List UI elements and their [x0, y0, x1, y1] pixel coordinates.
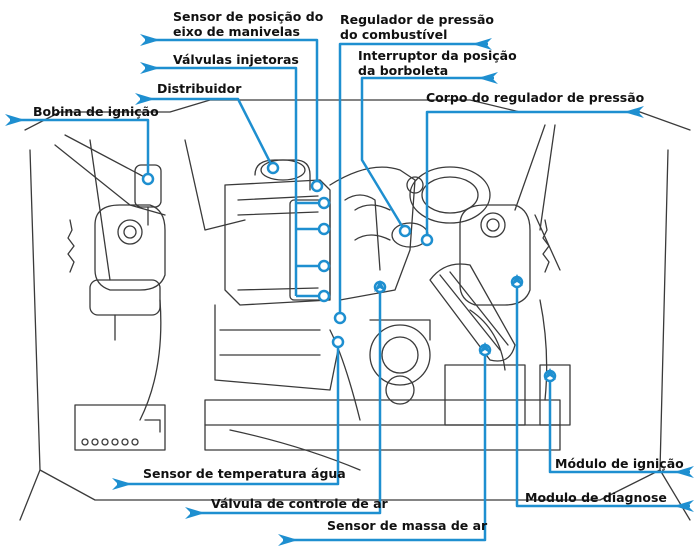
leader-air-valve: [190, 287, 382, 515]
arrow-right-icon: [674, 466, 694, 478]
arrow-up-icon: [544, 368, 556, 380]
leader-injectors: [145, 66, 324, 298]
pointer-dot: [420, 233, 434, 247]
label-throttle-switch-line2: da borboleta: [358, 63, 449, 78]
label-ignition-coil: Bobina de ignição: [33, 104, 159, 119]
arrow-up-icon: [374, 280, 386, 292]
leader-ignition-coil: [10, 118, 150, 179]
label-fuel-regulator-line1: Regulador de pressão: [340, 12, 494, 27]
pointer-dot: [398, 224, 412, 238]
leader-regulator-body: [425, 110, 640, 240]
pointer-dot: [266, 161, 280, 175]
label-diagnostic-module: Modulo de diagnose: [525, 490, 667, 505]
leader-crank-sensor: [145, 38, 319, 186]
label-air-valve: Válvula de controle de ar: [211, 496, 388, 511]
arrow-right-icon: [472, 38, 492, 50]
label-mass-air-sensor: Sensor de massa de ar: [327, 518, 488, 533]
leader-ignition-module: [548, 376, 690, 474]
arrow-left-icon: [5, 114, 25, 126]
arrow-right-icon: [478, 72, 498, 84]
leader-mass-air-sensor: [283, 350, 487, 542]
pointer-dot: [317, 259, 331, 273]
arrow-left-icon: [278, 534, 298, 546]
leader-coolant-sensor: [117, 342, 340, 486]
label-coolant-sensor: Sensor de temperatura água: [143, 466, 346, 481]
pointer-dot: [141, 172, 155, 186]
leader-diagnostic-module: [515, 282, 690, 508]
arrow-up-icon: [511, 274, 523, 286]
label-distributor: Distribuidor: [157, 81, 242, 96]
pointer-dot: [317, 196, 331, 210]
label-injectors: Válvulas injetoras: [173, 52, 299, 67]
pointer-dot: [333, 311, 347, 325]
arrow-right-icon: [624, 106, 644, 118]
label-ignition-module: Módulo de ignição: [555, 456, 684, 471]
label-crank-sensor-line1: Sensor de posição do: [173, 9, 324, 24]
arrow-right-icon: [674, 500, 694, 512]
arrow-left-icon: [185, 507, 205, 519]
pointer-dot: [317, 289, 331, 303]
label-fuel-regulator-line2: do combustível: [340, 27, 448, 42]
arrow-left-icon: [135, 93, 155, 105]
arrow-left-icon: [112, 478, 132, 490]
pointer-dot: [331, 335, 345, 349]
leader-throttle-switch: [360, 76, 494, 232]
label-crank-sensor-line2: eixo de manivelas: [173, 24, 300, 39]
leader-fuel-regulator: [338, 42, 488, 318]
arrow-left-icon: [140, 62, 160, 74]
arrow-up-icon: [479, 342, 491, 354]
pointer-dot: [310, 179, 324, 193]
label-regulator-body: Corpo do regulador de pressão: [426, 90, 645, 105]
pointer-dot: [317, 222, 331, 236]
label-throttle-switch-line1: Interruptor da posição: [358, 48, 517, 63]
leader-distributor: [140, 97, 275, 169]
arrow-left-icon: [140, 34, 160, 46]
